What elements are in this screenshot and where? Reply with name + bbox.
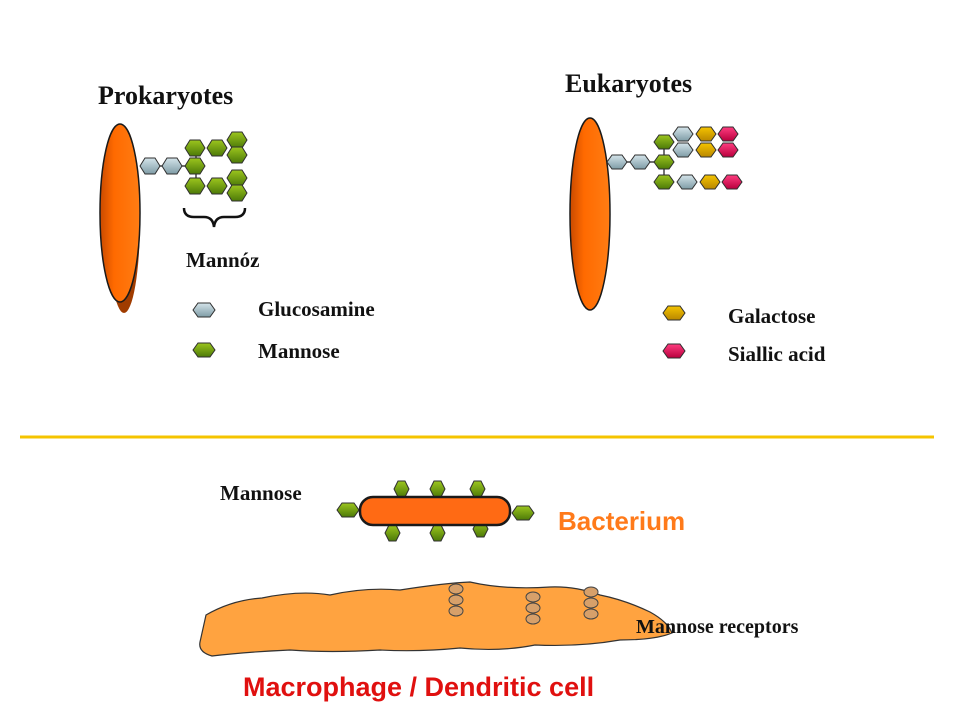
- prokaryote-glycan-tree: [139, 131, 248, 202]
- galactose-legend-icon: [662, 305, 686, 321]
- galactose-icon: [695, 126, 717, 142]
- glucosamine-icon: [606, 154, 628, 170]
- mannose-icon: [226, 146, 248, 164]
- legend-siallic-acid: Siallic acid: [728, 342, 826, 366]
- mannose-receptors: [448, 583, 599, 625]
- receptor-icon: [583, 608, 599, 620]
- glucosamine-icon: [629, 154, 651, 170]
- receptor-icon: [525, 602, 541, 614]
- legend-glucosamine: Glucosamine: [258, 297, 375, 321]
- mannose-icon: [206, 177, 228, 195]
- mannose-receptors-label: Mannose receptors: [636, 616, 799, 638]
- prokaryotes-title: Prokaryotes: [98, 81, 233, 110]
- mannose-icon: [336, 502, 360, 518]
- mannose-icon: [511, 505, 535, 521]
- mannose-icon: [429, 480, 446, 498]
- eukaryotes-title: Eukaryotes: [565, 69, 692, 98]
- mannose-icon: [429, 524, 446, 542]
- glucosamine-icon: [161, 157, 183, 175]
- mannose-icon: [184, 177, 206, 195]
- bacterium-label: Bacterium: [558, 506, 685, 536]
- receptor-icon: [525, 613, 541, 625]
- sialic-acid-legend-icon: [662, 343, 686, 359]
- macrophage-label: Macrophage / Dendritic cell: [243, 672, 594, 702]
- mannose-icon: [184, 157, 206, 175]
- mannose-icon: [653, 134, 675, 150]
- glucosamine-legend-icon: [192, 302, 216, 318]
- mannose-icon: [206, 139, 228, 157]
- sialic-acid-icon: [721, 174, 743, 190]
- eukaryote-membrane: [569, 117, 611, 311]
- mannose-icon: [226, 131, 248, 149]
- eukaryote-legend: Galactose Siallic acid: [662, 304, 826, 366]
- mannose-icon: [653, 154, 675, 170]
- bacterium-mannose-label: Mannose: [220, 481, 302, 505]
- bacterium-body: [358, 495, 512, 527]
- prokaryote-legend: Glucosamine Mannose: [192, 297, 375, 363]
- glucosamine-icon: [139, 157, 161, 175]
- glucosamine-icon: [672, 126, 694, 142]
- mannose-icon: [653, 174, 675, 190]
- macrophage-cell: [199, 581, 673, 657]
- glucosamine-icon: [676, 174, 698, 190]
- mannose-icon: [226, 184, 248, 202]
- eukaryote-glycan-tree: [606, 126, 743, 190]
- prokaryote-membrane: [99, 123, 141, 313]
- receptor-icon: [525, 591, 541, 603]
- galactose-icon: [695, 142, 717, 158]
- mannose-brace: [182, 207, 247, 228]
- galactose-icon: [699, 174, 721, 190]
- brace-label: Mannóz: [186, 248, 260, 272]
- mannose-icon: [393, 480, 410, 498]
- bacterium: [336, 480, 535, 542]
- mannose-icon: [469, 480, 486, 498]
- mannose-legend-icon: [192, 342, 216, 358]
- receptor-icon: [583, 597, 599, 609]
- sialic-acid-icon: [717, 142, 739, 158]
- receptor-icon: [448, 605, 464, 617]
- mannose-icon: [184, 139, 206, 157]
- sialic-acid-icon: [717, 126, 739, 142]
- glucosamine-icon: [672, 142, 694, 158]
- receptor-icon: [583, 586, 599, 598]
- mannose-icon: [226, 169, 248, 187]
- receptor-icon: [448, 583, 464, 595]
- mannose-icon: [384, 524, 401, 542]
- legend-galactose: Galactose: [728, 304, 815, 328]
- legend-mannose: Mannose: [258, 339, 340, 363]
- receptor-icon: [448, 594, 464, 606]
